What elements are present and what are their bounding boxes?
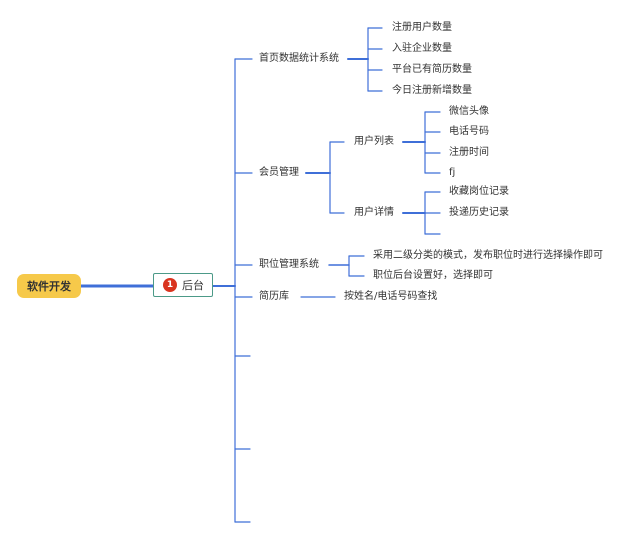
subtopic-resumes-1[interactable]: 按姓名/电话号码查找 (344, 291, 438, 302)
root-node[interactable]: 软件开发 (17, 274, 81, 298)
subtopic-user-detail-1[interactable]: 收藏岗位记录 (449, 186, 509, 197)
topic-resumes[interactable]: 简历库 (259, 291, 289, 302)
subtopic-user-list-4[interactable]: fj (449, 167, 456, 178)
subtopic-stats-2[interactable]: 入驻企业数量 (392, 43, 452, 54)
central-topic-label: 后台 (182, 279, 204, 292)
central-topic[interactable]: 1 后台 (153, 273, 213, 297)
topic-jobs[interactable]: 职位管理系统 (259, 259, 319, 270)
subtopic-jobs-2[interactable]: 职位后台设置好，选择即可 (373, 270, 493, 281)
topic-stats[interactable]: 首页数据统计系统 (259, 53, 339, 64)
topic-members[interactable]: 会员管理 (259, 167, 299, 178)
subtopic-user-detail[interactable]: 用户详情 (354, 207, 394, 218)
subtopic-user-list-3[interactable]: 注册时间 (449, 147, 489, 158)
subtopic-stats-1[interactable]: 注册用户数量 (392, 22, 452, 33)
subtopic-user-list-1[interactable]: 微信头像 (449, 106, 489, 117)
subtopic-stats-3[interactable]: 平台已有简历数量 (392, 64, 472, 75)
subtopic-jobs-1[interactable]: 采用二级分类的模式，发布职位时进行选择操作即可 (373, 250, 603, 261)
subtopic-user-detail-2[interactable]: 投递历史记录 (449, 207, 509, 218)
subtopic-user-list[interactable]: 用户列表 (354, 136, 394, 147)
subtopic-user-list-2[interactable]: 电话号码 (449, 126, 489, 137)
priority-marker-icon: 1 (163, 278, 177, 292)
root-label: 软件开发 (27, 280, 71, 293)
subtopic-stats-4[interactable]: 今日注册新增数量 (392, 85, 472, 96)
